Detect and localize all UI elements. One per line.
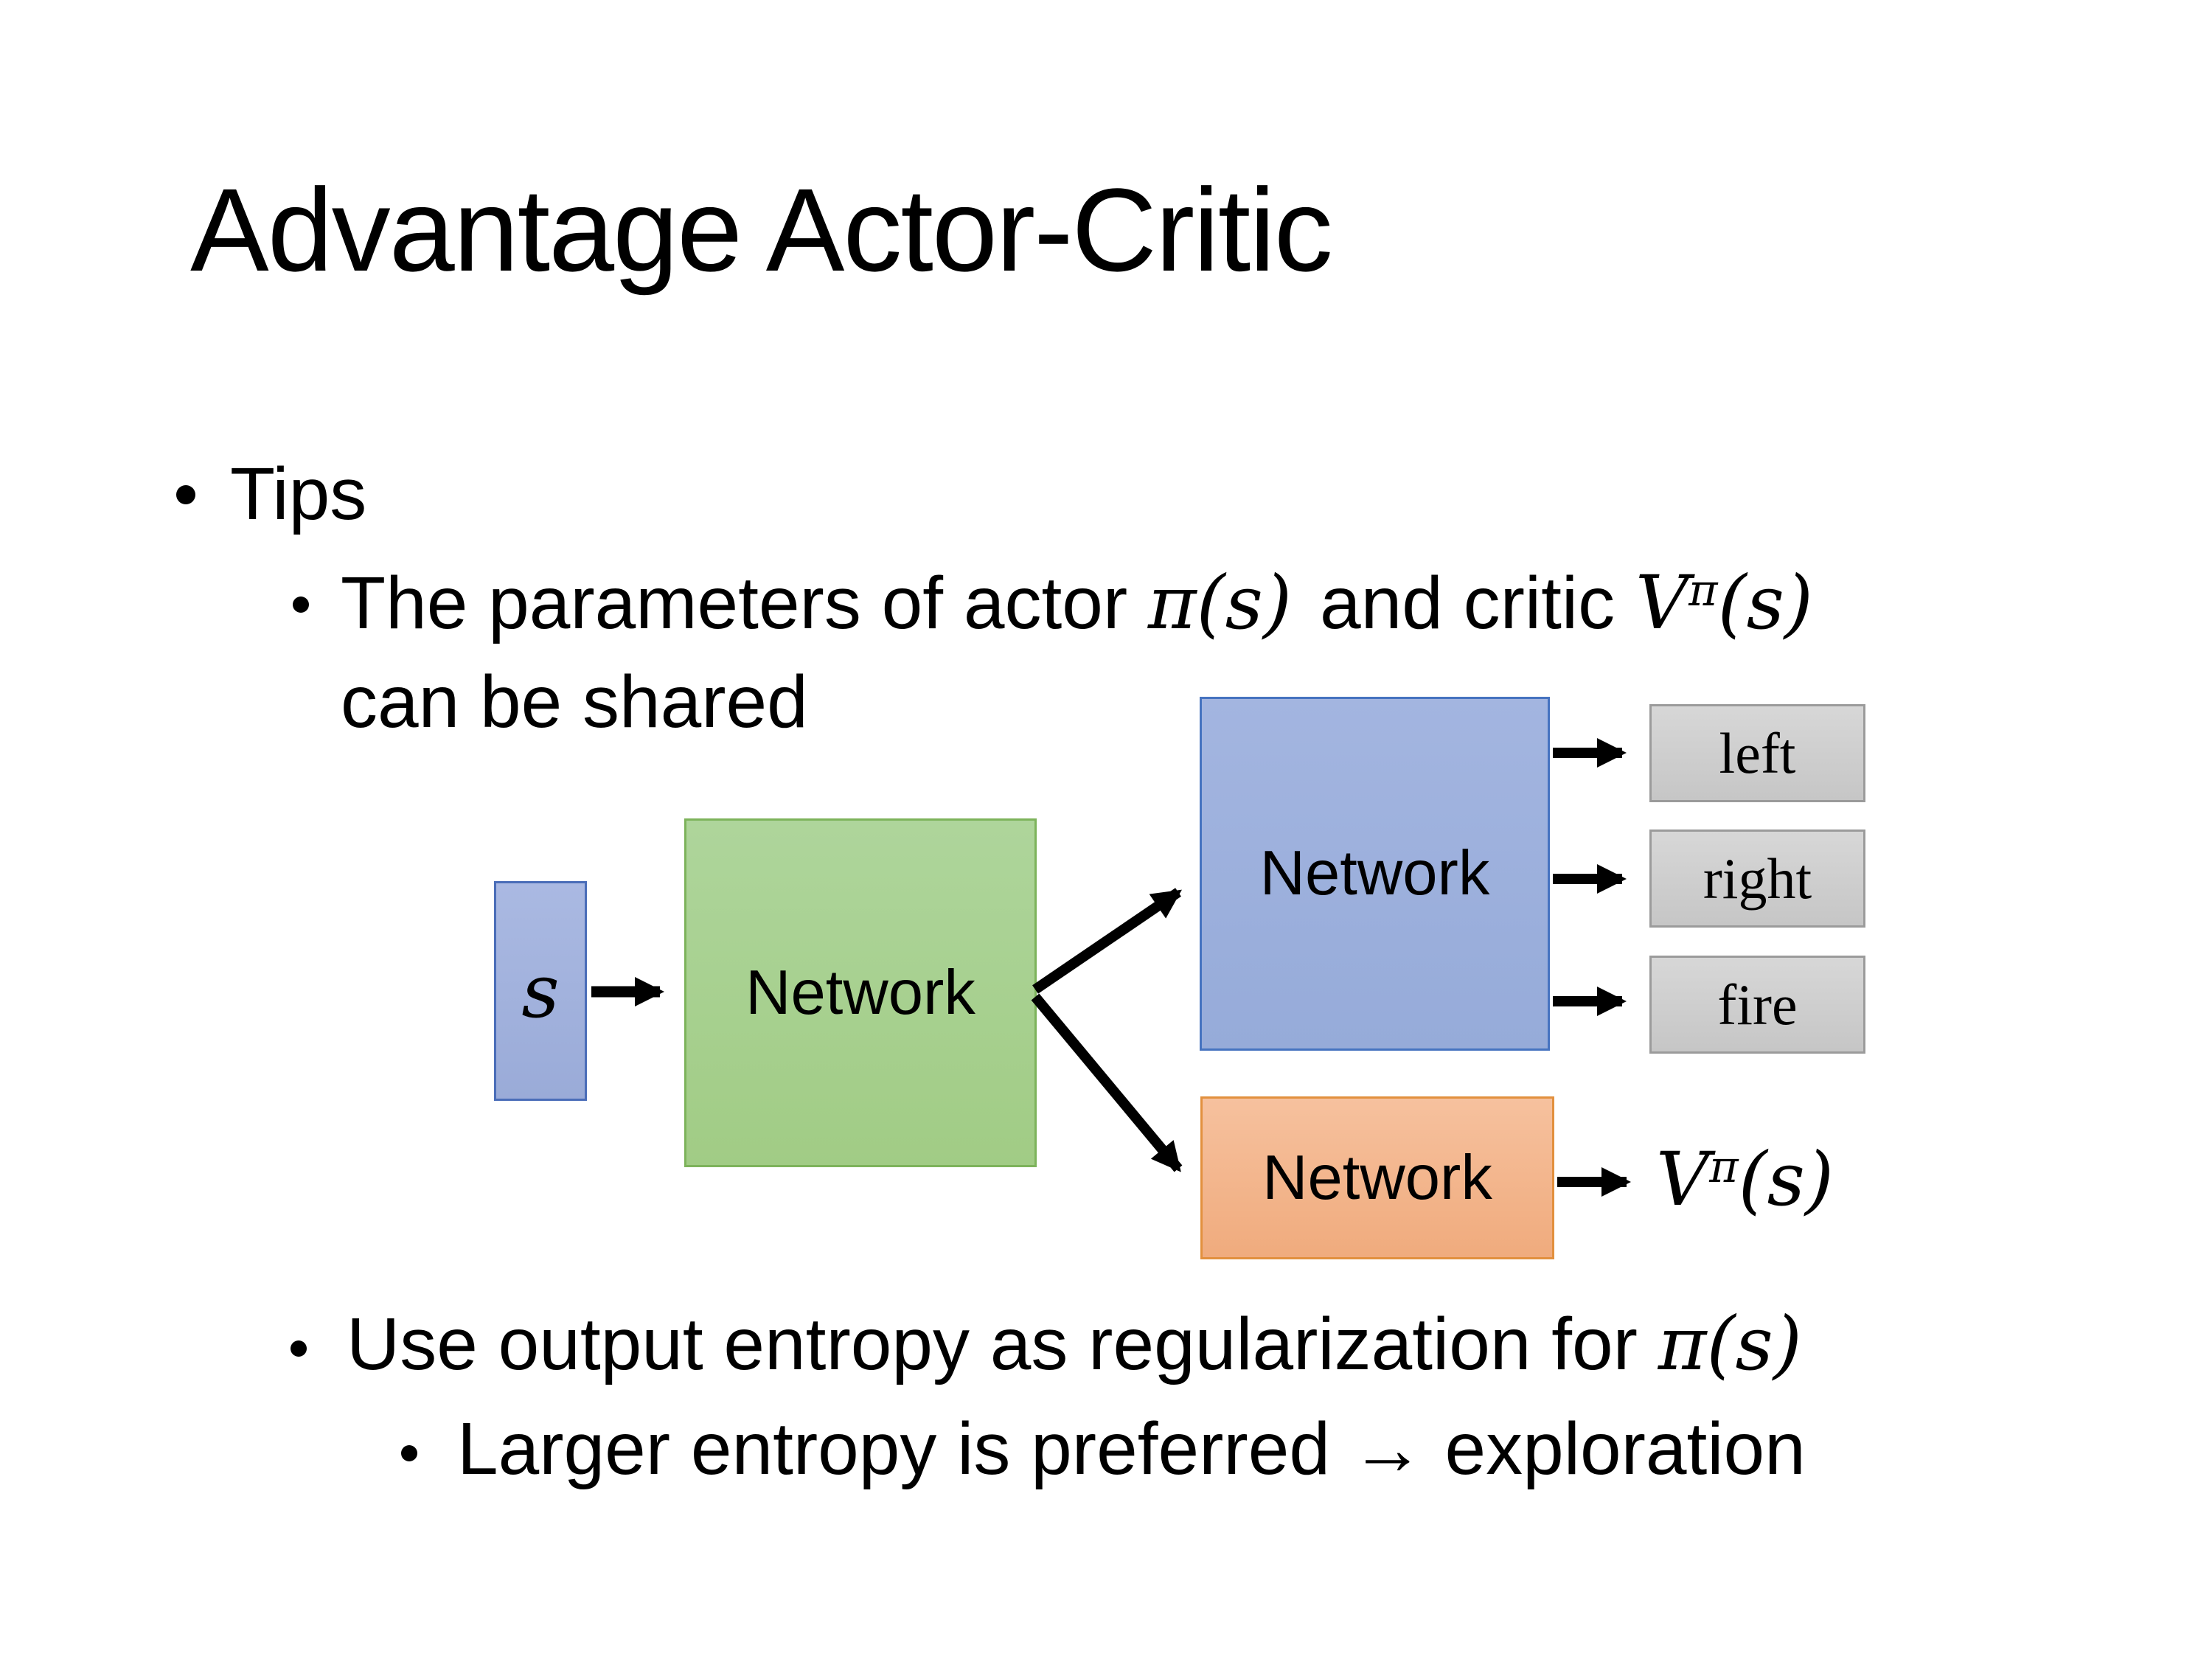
state-label: s — [521, 947, 560, 1034]
state-box: s — [494, 881, 587, 1101]
action-box-fire: fire — [1649, 956, 1865, 1054]
bullet-level2 — [293, 597, 309, 613]
math-pi-s: π(s) — [1147, 560, 1292, 646]
math-pi-s-2: π(s) — [1658, 1301, 1802, 1387]
bullet-entropy: Use output entropy as regularization for… — [347, 1307, 1802, 1382]
math-v-arg: (s) — [1717, 560, 1813, 646]
bullet-level3 — [401, 1445, 417, 1461]
bullet-parameters: The parameters of actor π(s) and critic V… — [341, 559, 1813, 746]
bullet-level1 — [176, 485, 195, 504]
arrow-shared-to-critic-icon — [1031, 993, 1183, 1172]
math-v-sup: π — [1688, 564, 1718, 616]
value-arg: (s) — [1738, 1136, 1834, 1222]
page-title: Advantage Actor-Critic — [190, 164, 1333, 296]
action-label-right: right — [1703, 846, 1812, 911]
value-sup: π — [1709, 1141, 1739, 1193]
parameters-text-pre: The parameters of actor — [341, 562, 1148, 644]
critic-network-label: Network — [1262, 1142, 1492, 1213]
critic-network-box: Network — [1200, 1096, 1554, 1259]
action-label-left: left — [1719, 720, 1796, 785]
shared-network-box: Network — [684, 818, 1037, 1167]
bullet-larger: Larger entropy is preferred → exploratio… — [457, 1408, 1806, 1490]
actor-network-label: Network — [1259, 838, 1490, 908]
value-v: V — [1656, 1136, 1710, 1222]
parameters-text-mid: and critic — [1320, 562, 1635, 644]
math-v: V — [1635, 560, 1689, 646]
bullet-tips: Tips — [230, 453, 367, 535]
bullet-level2 — [291, 1340, 307, 1357]
action-label-fire: fire — [1717, 972, 1798, 1037]
shared-network-label: Network — [745, 957, 975, 1028]
action-box-left: left — [1649, 704, 1865, 802]
value-output: Vπ(s) — [1656, 1143, 1834, 1217]
arrow-shared-to-actor-icon — [1032, 888, 1182, 994]
entropy-text-pre: Use output entropy as regularization for — [347, 1303, 1658, 1385]
parameters-text-line2: can be shared — [341, 661, 808, 743]
actor-network-box: Network — [1200, 697, 1550, 1051]
action-box-right: right — [1649, 830, 1865, 928]
